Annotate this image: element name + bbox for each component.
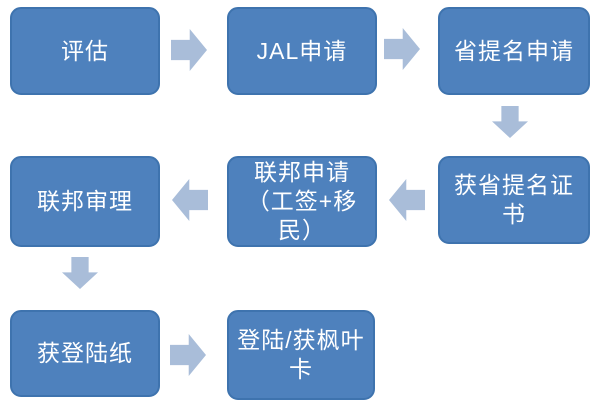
- flow-step-federal-review-label: 联邦审理: [37, 188, 133, 215]
- right-arrow-icon: [171, 29, 207, 71]
- flow-step-evaluation: 评估: [10, 7, 160, 95]
- flow-step-landing-maple-leaf-card-label: 登陆/获枫叶 卡: [237, 327, 365, 382]
- flow-step-provincial-nomination-application: 省提名申请: [438, 7, 590, 95]
- flow-step-federal-application: 联邦申请 （工签+移民）: [227, 156, 377, 247]
- left-arrow-icon: [172, 179, 208, 221]
- right-arrow-icon: [384, 28, 420, 70]
- flow-step-evaluation-label: 评估: [61, 37, 109, 64]
- flow-step-provincial-nomination-certificate-label: 获省提名证 书: [454, 172, 574, 227]
- right-arrow-icon: [170, 334, 206, 376]
- flow-step-landing-paper: 获登陆纸: [10, 310, 160, 397]
- flow-step-jal-application-label: JAL申请: [256, 37, 348, 64]
- flow-step-federal-application-label: 联邦申请 （工签+移民）: [246, 159, 358, 243]
- flow-step-landing-paper-label: 获登陆纸: [37, 340, 133, 367]
- flow-step-federal-review: 联邦审理: [10, 156, 160, 247]
- flow-step-provincial-nomination-application-label: 省提名申请: [454, 37, 574, 64]
- left-arrow-icon: [389, 179, 425, 221]
- down-arrow-icon: [62, 257, 98, 289]
- flow-step-landing-maple-leaf-card: 登陆/获枫叶 卡: [227, 310, 375, 400]
- flow-step-provincial-nomination-certificate: 获省提名证 书: [438, 156, 590, 244]
- flow-step-jal-application: JAL申请: [227, 7, 377, 95]
- down-arrow-icon: [492, 106, 528, 138]
